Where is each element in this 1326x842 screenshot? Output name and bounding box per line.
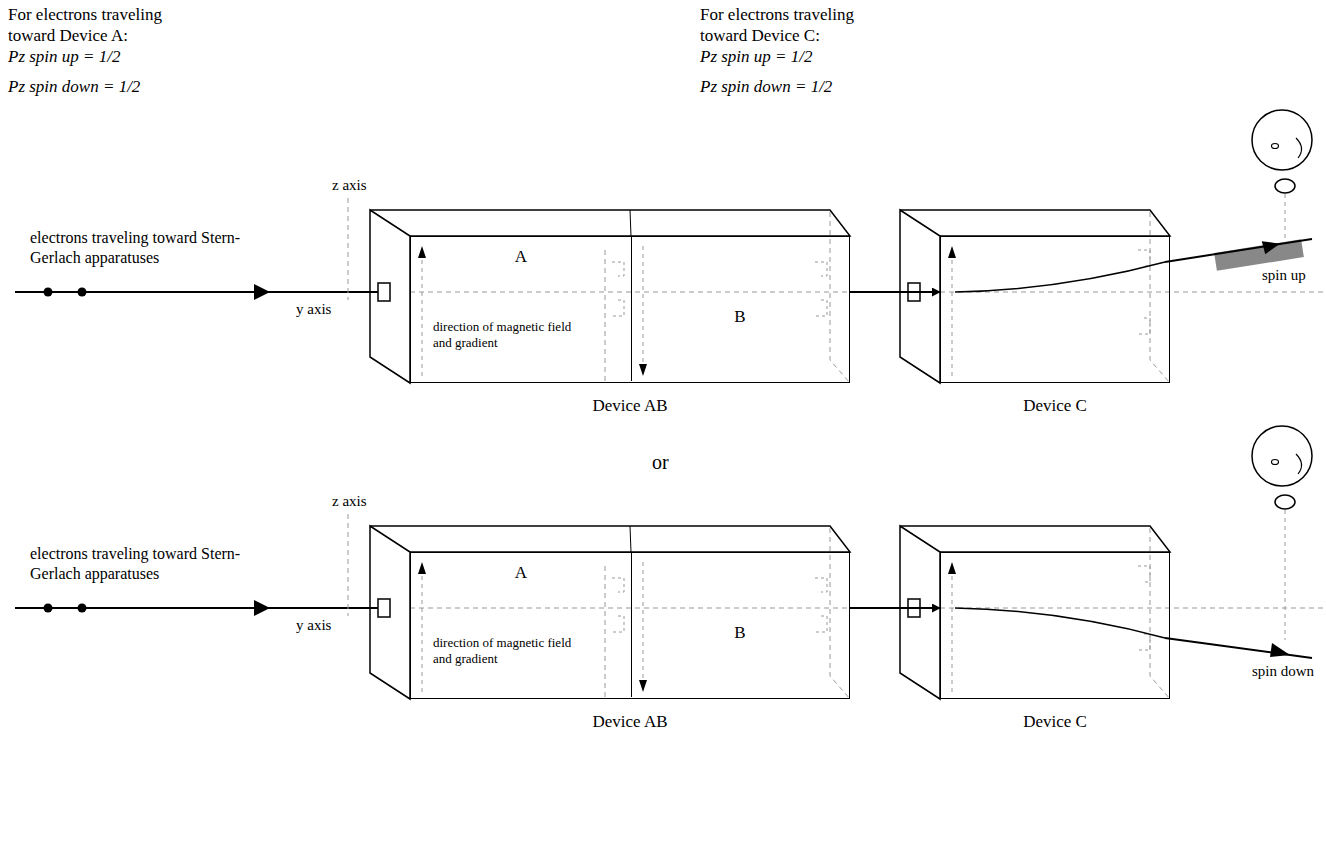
section-letter: A [411,563,631,583]
device-box: Device ABAdirection of magnetic field an… [410,236,850,383]
device-box: Device C [940,552,1170,699]
spin-label: spin down [1252,662,1314,681]
device-box: Device ABAdirection of magnetic field an… [410,552,850,699]
magnet-section: B [632,237,848,381]
axis-label: y axis [296,616,331,635]
magnet-section: Adirection of magnetic field and gradien… [411,237,632,381]
beam-connector [850,607,940,609]
spin-down-path [955,510,1312,658]
section-letter: A [411,247,631,267]
probability: Pz spin up = 1/2 [8,46,121,67]
axis-label: z axis [332,176,367,195]
field-note: direction of magnetic field and gradient [433,635,583,666]
section-letter: B [632,623,848,643]
note-heading: For electrons traveling toward Device C: [700,4,880,47]
probability: Pz spin down = 1/2 [700,76,832,97]
beam-connector [850,291,940,293]
axis-label: z axis [332,492,367,511]
top-row [15,110,1326,383]
separator-word: or [652,450,669,475]
beam-label: electrons traveling toward Stern-Gerlach… [30,228,270,268]
section-letter: B [632,307,848,327]
bottom-row [15,426,1326,699]
note-heading: For electrons traveling toward Device A: [8,4,188,47]
axis-label: y axis [296,300,331,319]
device-label: Device C [941,396,1169,416]
beam-label: electrons traveling toward Stern-Gerlach… [30,544,270,584]
probability: Pz spin up = 1/2 [700,46,813,67]
device-label: Device AB [411,396,849,416]
device-label: Device AB [411,712,849,732]
probability: Pz spin down = 1/2 [8,76,140,97]
spin-up-path [955,194,1312,292]
device-box: Device C [940,236,1170,383]
spin-label: spin up [1262,266,1306,285]
magnet-section: Adirection of magnetic field and gradien… [411,553,632,697]
field-note: direction of magnetic field and gradient [433,319,583,350]
magnet-section: B [632,553,848,697]
device-label: Device C [941,712,1169,732]
